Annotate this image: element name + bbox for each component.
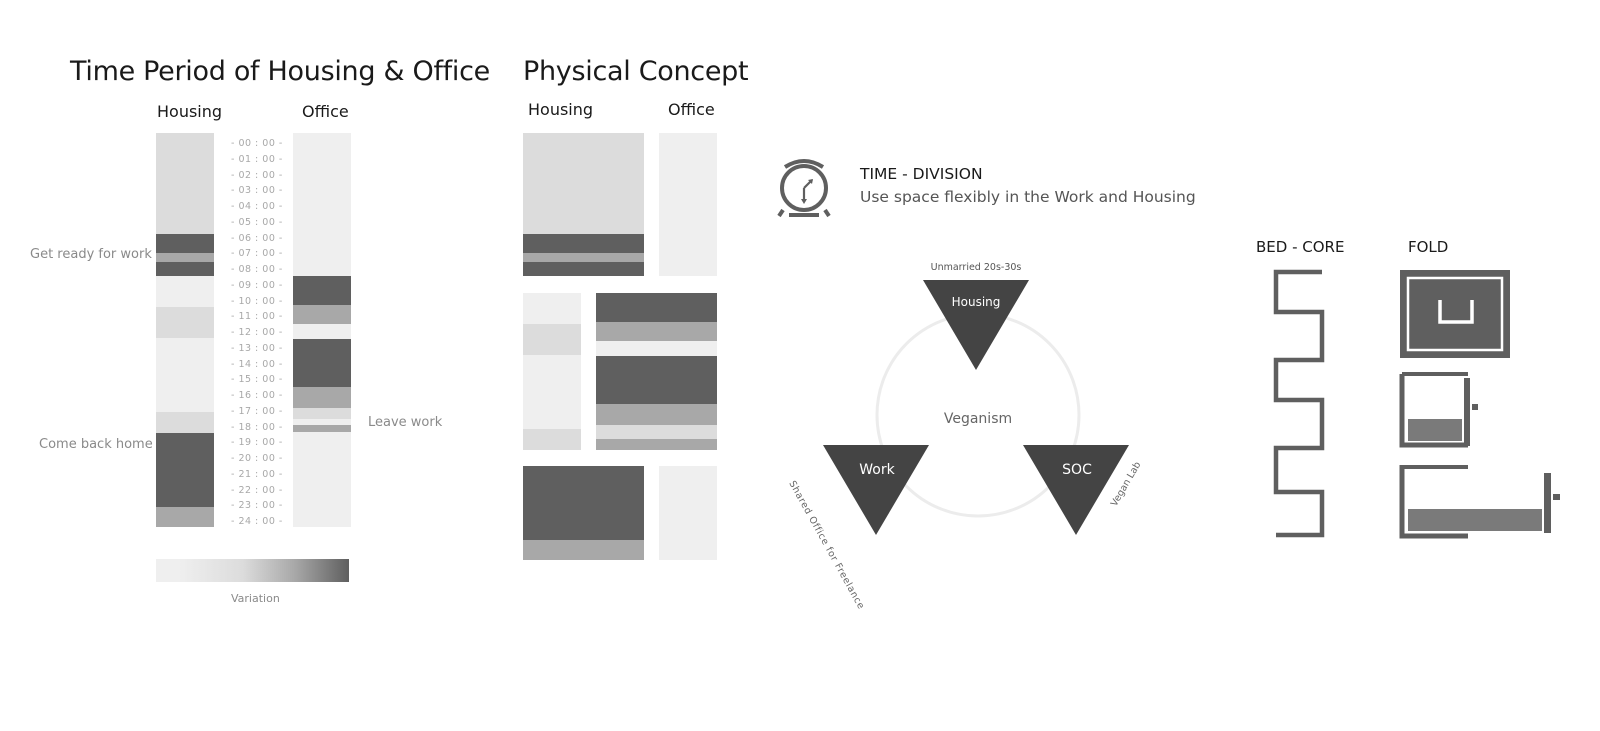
time-tick: - 14 : 00 - xyxy=(231,358,283,370)
fold-label: FOLD xyxy=(1408,238,1449,256)
physical-block xyxy=(523,234,644,253)
office-block-lunch xyxy=(293,324,351,339)
housing-block-afternoon xyxy=(156,338,214,412)
label-veganism: Veganism xyxy=(943,411,1013,427)
housing-block-morning xyxy=(156,276,214,307)
time-tick: - 03 : 00 - xyxy=(231,185,283,197)
physical-office-unit-2 xyxy=(596,293,717,450)
physical-block xyxy=(596,356,717,404)
bed-core-wall xyxy=(1270,268,1340,540)
note-leave-work: Leave work xyxy=(368,415,443,430)
time-tick: - 12 : 00 - xyxy=(231,327,283,338)
physical-block xyxy=(523,355,581,429)
time-period-office-label: Office xyxy=(302,102,349,121)
alarm-clock-icon xyxy=(775,150,833,220)
time-tick: - 22 : 00 - xyxy=(231,484,283,496)
time-tick: - 18 : 00 - xyxy=(231,421,283,433)
physical-block xyxy=(523,293,581,324)
time-tick: - 13 : 00 - xyxy=(231,342,283,354)
physical-housing-unit-1 xyxy=(523,133,644,276)
office-block-mid-2 xyxy=(293,387,351,408)
triangle-housing xyxy=(923,280,1029,370)
office-block-leave xyxy=(293,425,351,432)
physical-block xyxy=(596,425,717,439)
physical-concept-title: Physical Concept xyxy=(523,56,749,87)
variation-gradient-bar xyxy=(156,559,349,582)
time-period-title: Time Period of Housing & Office xyxy=(70,56,490,87)
physical-block xyxy=(596,341,717,356)
time-tick: - 07 : 00 - xyxy=(231,248,283,260)
physical-block xyxy=(523,540,644,560)
veganism-diagram: Unmarried 20s-30s Housing Veganism Work … xyxy=(786,255,1143,611)
housing-block-home xyxy=(156,433,214,507)
time-tick: - 09 : 00 - xyxy=(231,279,283,291)
physical-housing-label: Housing xyxy=(528,100,594,119)
time-tick: - 04 : 00 - xyxy=(231,201,283,212)
office-block-night xyxy=(293,432,351,527)
time-tick: - 19 : 00 - xyxy=(231,437,283,449)
caption-unmarried: Unmarried 20s-30s xyxy=(930,262,1022,273)
time-tick: - 21 : 00 - xyxy=(231,468,283,480)
time-division-heading: TIME - DIVISION xyxy=(860,165,983,183)
physical-block xyxy=(596,293,717,322)
physical-office-unit-3 xyxy=(659,466,717,560)
physical-housing-unit-3 xyxy=(523,466,644,560)
office-block-gap xyxy=(293,419,351,425)
office-block-mid-1 xyxy=(293,305,351,324)
time-tick: - 15 : 00 - xyxy=(231,374,283,386)
physical-block xyxy=(523,466,644,540)
office-block-closed xyxy=(293,133,351,276)
physical-office-unit-1 xyxy=(659,133,717,276)
time-tick: - 20 : 00 - xyxy=(231,453,283,464)
physical-block xyxy=(523,324,581,355)
fold-furniture xyxy=(1398,268,1568,540)
time-tick: - 16 : 00 - xyxy=(231,390,283,401)
office-timeline xyxy=(293,133,351,527)
housing-timeline xyxy=(156,133,214,527)
physical-block xyxy=(523,253,644,262)
label-work: Work xyxy=(859,462,895,478)
housing-block-night xyxy=(156,507,214,527)
housing-block-sleep xyxy=(156,133,214,234)
physical-office-label: Office xyxy=(668,100,715,119)
time-period-housing-label: Housing xyxy=(157,102,223,121)
label-housing: Housing xyxy=(951,295,1001,309)
time-tick: - 10 : 00 - xyxy=(231,295,283,307)
physical-block xyxy=(596,439,717,450)
physical-block xyxy=(596,322,717,341)
time-tick: - 17 : 00 - xyxy=(231,405,283,417)
physical-block xyxy=(523,429,581,450)
note-get-ready: Get ready for work xyxy=(30,247,152,262)
time-tick: - 24 : 00 - xyxy=(231,516,283,527)
time-tick: - 01 : 00 - xyxy=(231,153,283,165)
housing-block-ready-mid xyxy=(156,253,214,262)
time-tick: - 08 : 00 - xyxy=(231,264,283,275)
office-block-light xyxy=(293,408,351,419)
note-come-back: Come back home xyxy=(39,437,153,452)
time-division-text: Use space flexibly in the Work and Housi… xyxy=(860,188,1196,206)
triangle-work xyxy=(823,445,929,535)
time-tick: - 23 : 00 - xyxy=(231,500,283,512)
physical-block xyxy=(523,133,644,234)
housing-block-ready xyxy=(156,234,214,253)
office-block-work-2 xyxy=(293,339,351,387)
triangle-soc xyxy=(1023,445,1129,535)
time-tick: - 11 : 00 - xyxy=(231,311,283,323)
bed-core-label: BED - CORE xyxy=(1256,238,1345,256)
variation-label: Variation xyxy=(231,592,280,605)
time-tick: - 05 : 00 - xyxy=(231,216,283,228)
office-block-work-1 xyxy=(293,276,351,305)
physical-block xyxy=(596,404,717,425)
housing-block-late-morning xyxy=(156,307,214,338)
housing-block-evening xyxy=(156,412,214,433)
physical-housing-unit-2 xyxy=(523,293,581,450)
housing-block-ready-dark xyxy=(156,262,214,276)
time-tick: - 06 : 00 - xyxy=(231,232,283,244)
physical-block xyxy=(523,262,644,276)
time-tick: - 02 : 00 - xyxy=(231,169,283,181)
label-soc: SOC xyxy=(1062,462,1092,478)
time-tick: - 00 : 00 - xyxy=(231,138,283,149)
